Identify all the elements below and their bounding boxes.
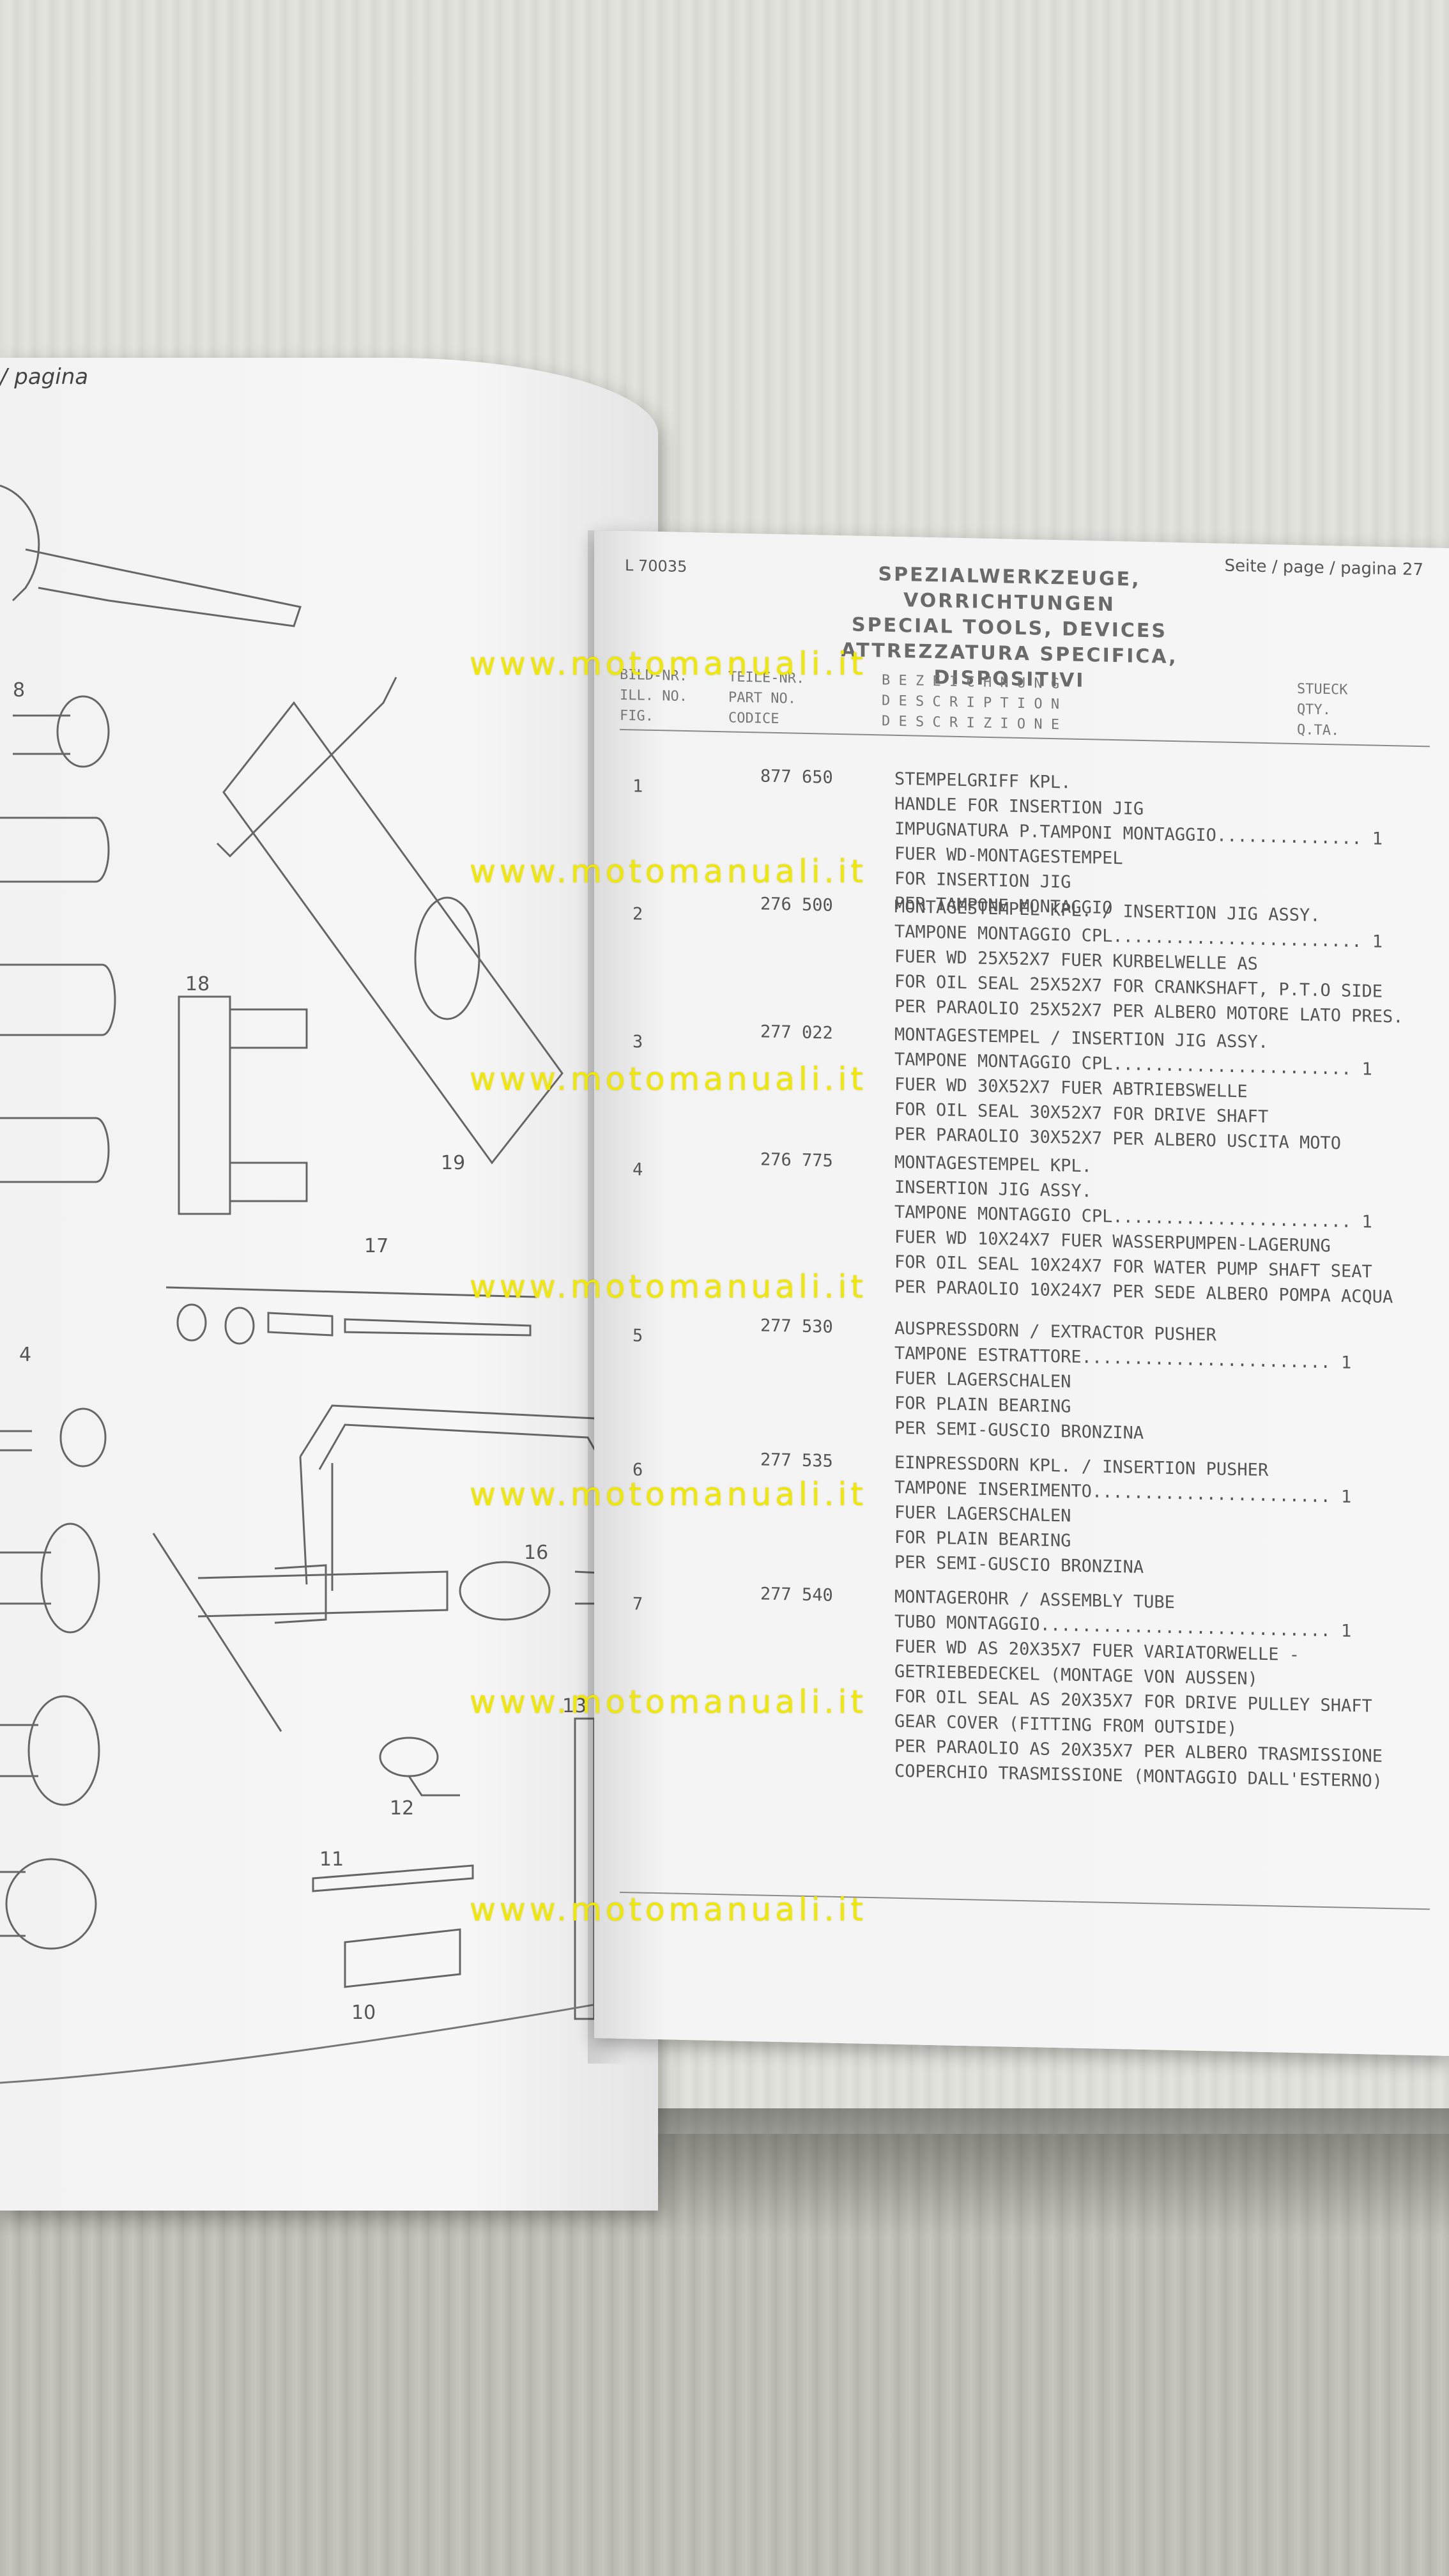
callout-17: 17	[364, 1235, 388, 1257]
callout-12: 12	[390, 1797, 414, 1820]
row-fig-no: 5	[632, 1326, 643, 1346]
row-part-no: 277 530	[760, 1315, 833, 1337]
row-fig-no: 7	[632, 1594, 643, 1614]
row-fig-no: 2	[632, 904, 643, 924]
callout-4: 4	[19, 1344, 31, 1366]
watermark: www.motomanuali.it	[470, 853, 868, 890]
row-description: MONTAGESTEMPEL KPL.INSERTION JIG ASSY.TA…	[894, 1150, 1393, 1310]
watermark: www.motomanuali.it	[470, 1683, 868, 1721]
callout-8: 8	[13, 679, 25, 702]
row-fig-no: 4	[632, 1160, 643, 1180]
page-label-left: / pagina	[0, 364, 89, 390]
insertion-plate	[222, 701, 564, 1165]
row-part-no: 277 535	[760, 1450, 833, 1471]
page-code: L 70035	[625, 556, 687, 576]
callout-18: 18	[185, 973, 210, 995]
watermark: www.motomanuali.it	[470, 1891, 868, 1928]
cylinder-a	[0, 816, 110, 883]
callout-19: 19	[441, 1152, 465, 1174]
watermark: www.motomanuali.it	[470, 645, 868, 682]
jig-18	[178, 995, 231, 1215]
page-number: Seite / page / pagina 27	[1224, 556, 1423, 580]
title-de: SPEZIALWERKZEUGE, VORRICHTUNGEN	[878, 563, 1141, 617]
row-part-no: 276 500	[760, 894, 833, 916]
row-part-no: 877 650	[760, 766, 833, 788]
tool-8-part	[56, 695, 110, 768]
cylinder-b	[0, 963, 116, 1036]
watermark: www.motomanuali.it	[470, 1476, 868, 1513]
callout-10: 10	[351, 2002, 376, 2024]
row-fig-no: 3	[632, 1032, 643, 1052]
watermark: www.motomanuali.it	[470, 1061, 868, 1098]
row-part-no: 276 775	[760, 1149, 833, 1171]
callout-16: 16	[524, 1542, 548, 1564]
row-fig-no: 1	[632, 776, 643, 797]
callout-13: 13	[562, 1695, 586, 1717]
row-part-no: 277 022	[760, 1022, 833, 1043]
row-description: MONTAGESTEMPEL / INSERTION JIG ASSY.TAMP…	[894, 1022, 1372, 1157]
watermark: www.motomanuali.it	[470, 1268, 868, 1305]
callout-11: 11	[319, 1848, 344, 1871]
left-page: / pagina	[0, 358, 658, 2211]
row-description: MONTAGESTEMPEL KPL. / INSERTION JIG ASSY…	[894, 894, 1404, 1030]
row-part-no: 277 540	[760, 1584, 833, 1606]
wrench-shape	[25, 548, 302, 627]
cylinder-c	[0, 1117, 110, 1183]
